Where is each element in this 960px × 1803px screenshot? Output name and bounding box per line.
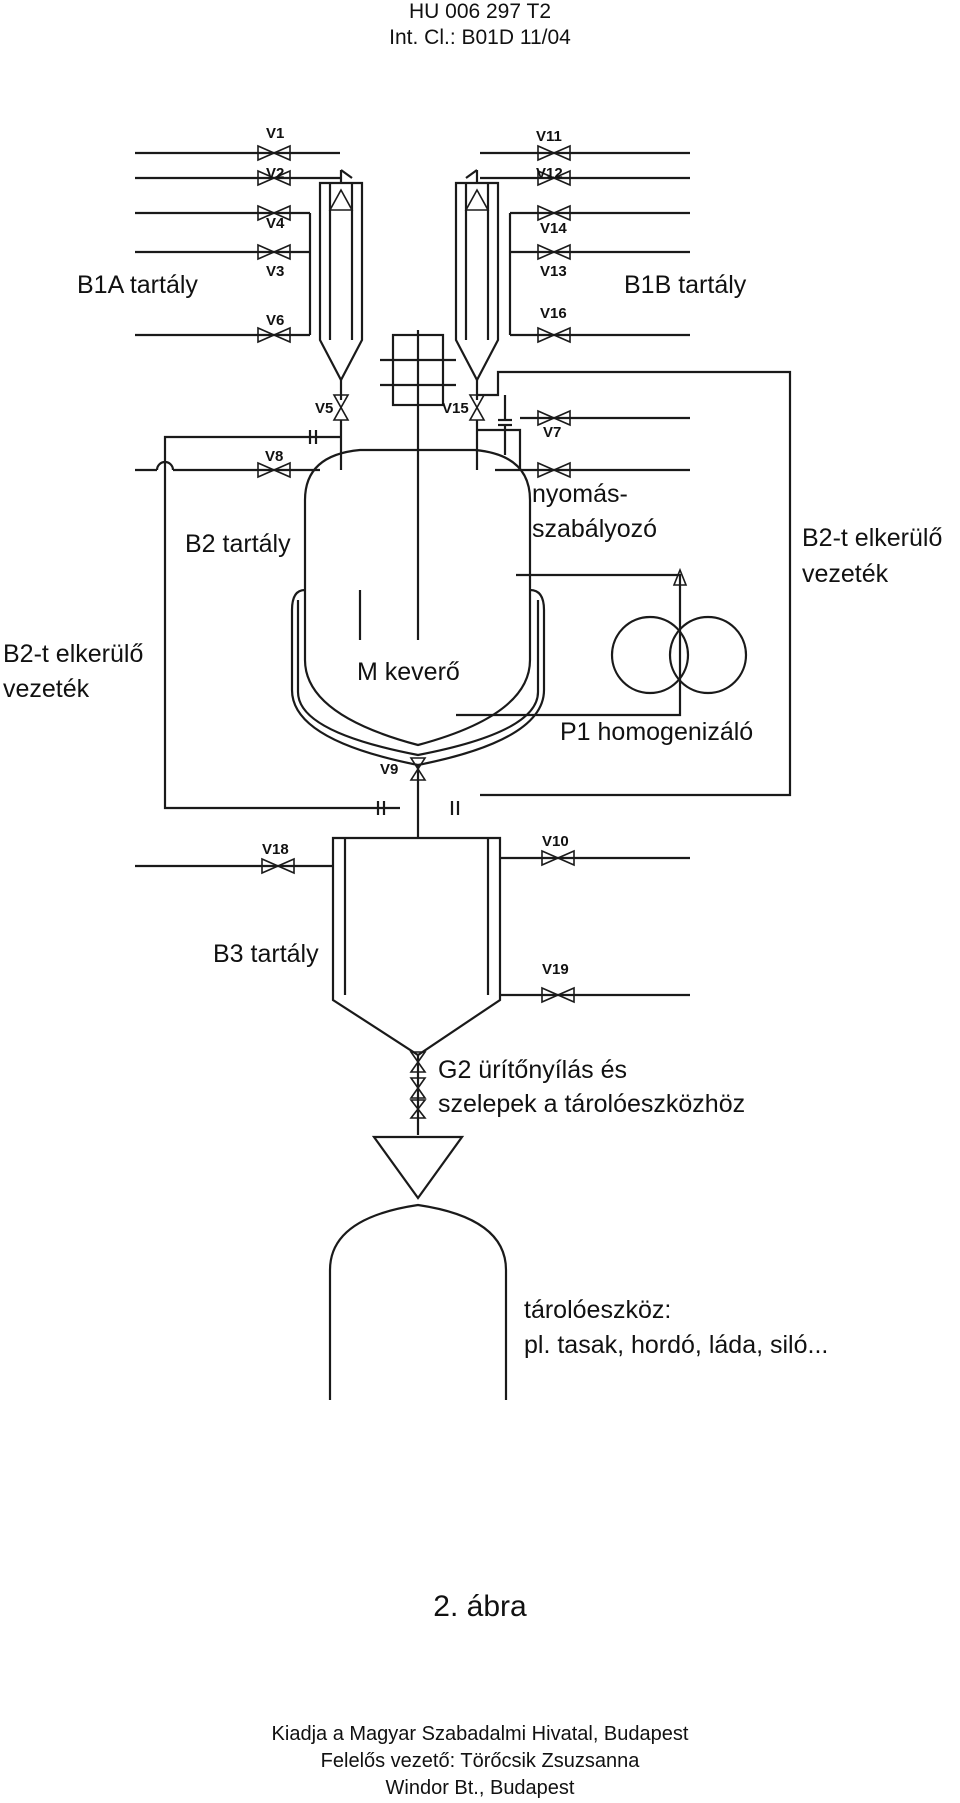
- label-v2: V2: [266, 165, 284, 182]
- label-v7: V7: [543, 424, 561, 441]
- label-b3-tank: B3 tartály: [213, 940, 319, 968]
- left-bypass: [135, 430, 400, 810]
- label-v18: V18: [262, 841, 289, 858]
- feed-valves: [257, 144, 571, 344]
- label-v11: V11: [536, 128, 562, 145]
- b3-vessel: [135, 836, 690, 1057]
- label-g2-outlet-2: szelepek a tárolóeszközhöz: [438, 1090, 745, 1118]
- label-v10: V10: [542, 833, 569, 850]
- label-right-bypass-1: B2-t elkerülő: [802, 524, 942, 552]
- label-storage-1: tárolóeszköz:: [524, 1296, 671, 1324]
- b1a-vessel: [318, 169, 364, 400]
- label-g2-outlet-1: G2 ürítőnyílás és: [438, 1056, 627, 1084]
- label-v14: V14: [540, 220, 567, 237]
- label-v8: V8: [265, 448, 283, 465]
- label-v6: V6: [266, 312, 284, 329]
- b2-outlet: [376, 757, 460, 838]
- label-b2-tank: B2 tartály: [185, 530, 291, 558]
- label-v16: V16: [540, 305, 567, 322]
- label-left-bypass-1: B2-t elkerülő: [3, 640, 143, 668]
- publisher-line: Kiadja a Magyar Szabadalmi Hivatal, Buda…: [271, 1723, 689, 1745]
- label-pressure-regulator-2: szabályozó: [532, 515, 657, 543]
- label-storage-2: pl. tasak, hordó, láda, siló...: [524, 1331, 828, 1359]
- document-number: HU 006 297 T2: [408, 0, 552, 23]
- label-v13: V13: [540, 263, 567, 280]
- b1a-feed-lines: [135, 151, 340, 337]
- label-left-bypass-2: vezeték: [3, 675, 90, 703]
- label-v5: V5: [315, 400, 333, 417]
- label-v12: V12: [536, 165, 563, 182]
- mixer-motor: [380, 330, 456, 640]
- homogenizer-loop: [456, 567, 748, 717]
- label-b1a-tank: B1A tartály: [77, 271, 198, 299]
- tank-outlet-valves: [332, 394, 486, 470]
- classification: Int. Cl.: B01D 11/04: [389, 26, 571, 49]
- b1b-vessel: [454, 169, 500, 400]
- right-bypass: [477, 370, 792, 797]
- label-b1b-tank: B1B tartály: [624, 271, 747, 299]
- label-v3: V3: [266, 263, 284, 280]
- label-homogenizer: P1 homogenizáló: [560, 718, 753, 746]
- figure-caption: 2. ábra: [433, 1590, 527, 1623]
- label-mixer: M keverő: [357, 658, 460, 686]
- responsible-editor-line: Felelős vezető: Törőcsik Zsuzsanna: [320, 1750, 640, 1772]
- label-v4: V4: [266, 215, 285, 232]
- label-v9: V9: [380, 761, 398, 778]
- storage-container: [328, 1203, 508, 1400]
- label-v1: V1: [266, 125, 284, 142]
- diagram-labels: V1 V2 V4 V3 V6 V11 V12 V14 V13 V16 V5 V1…: [3, 125, 942, 1359]
- label-pressure-regulator-1: nyomás-: [532, 480, 628, 508]
- g2-outlet-valves: [371, 1051, 465, 1200]
- printer-line: Windor Bt., Budapest: [385, 1777, 575, 1799]
- b1b-feed-lines: [480, 151, 690, 337]
- label-v19: V19: [542, 961, 569, 978]
- label-right-bypass-2: vezeték: [802, 560, 889, 588]
- label-v15: V15: [442, 400, 469, 417]
